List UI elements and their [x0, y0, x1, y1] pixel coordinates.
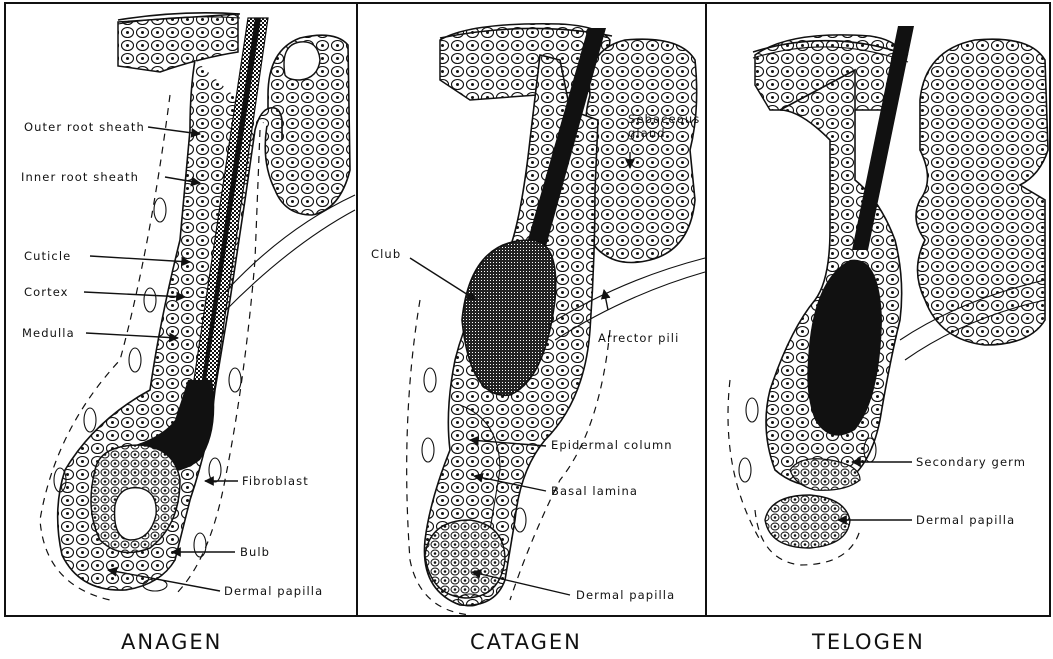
label-cortex: Cortex: [24, 285, 69, 299]
label-cuticle: Cuticle: [24, 249, 71, 263]
label-medulla: Medulla: [22, 326, 75, 340]
label-fibroblast: Fibroblast: [242, 474, 309, 488]
label-catagen-dermal-papilla: Dermal papilla: [576, 588, 675, 602]
label-sebaceous: Sebaceous: [628, 112, 700, 126]
label-basal-lamina: Basal lamina: [551, 484, 638, 498]
label-outer-root-sheath: Outer root sheath: [24, 120, 145, 134]
label-telogen-dermal-papilla: Dermal papilla: [916, 513, 1015, 527]
label-secondary-germ: Secondary germ: [916, 455, 1026, 469]
anagen-follicle-drawing: [40, 13, 355, 600]
label-inner-root-sheath: Inner root sheath: [21, 170, 139, 184]
stage-title-telogen: TELOGEN: [811, 630, 925, 654]
label-club: Club: [371, 247, 401, 261]
label-epidermal-column: Epidermal column: [551, 438, 673, 452]
stage-title-anagen: ANAGEN: [121, 630, 222, 654]
label-bulb: Bulb: [240, 545, 270, 559]
telogen-follicle-drawing: [728, 26, 1048, 565]
stage-title-catagen: CATAGEN: [470, 630, 582, 654]
label-anagen-dermal-papilla: Dermal papilla: [224, 584, 323, 598]
label-gland: gland: [628, 126, 666, 140]
label-arrector-pili: Arrector pili: [598, 331, 679, 345]
